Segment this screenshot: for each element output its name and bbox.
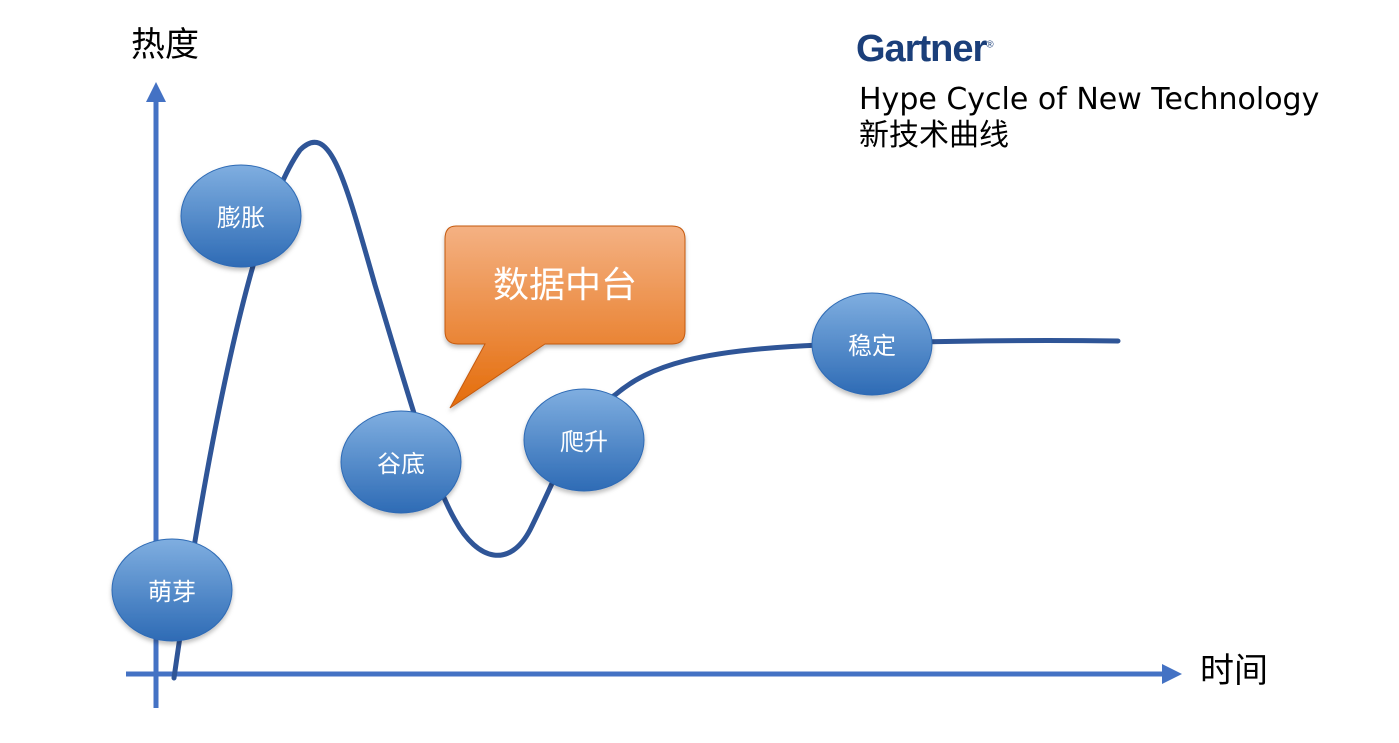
hype-curve: [171, 139, 1121, 681]
callout-bubble: [444, 225, 686, 409]
stage-bubble-4: [523, 388, 645, 492]
stage-bubble-1: [111, 538, 233, 642]
stage-label-2: 膨胀: [217, 204, 265, 232]
brand-name: Gartner: [856, 28, 987, 70]
stage-label-3: 谷底: [377, 450, 425, 478]
stage-bubble-2: [180, 164, 302, 268]
y-axis-label: 热度: [131, 25, 199, 65]
registered-mark: ®: [986, 39, 993, 51]
x-axis-arrowhead: [1162, 664, 1182, 684]
gartner-logo: Gartner®: [856, 28, 994, 70]
stage-label-4: 爬升: [560, 428, 608, 456]
title-chinese: 新技术曲线: [859, 118, 1009, 153]
stage-label-1: 萌芽: [148, 578, 196, 606]
title-english: Hype Cycle of New Technology: [859, 82, 1320, 117]
stage-label-5: 稳定: [848, 332, 896, 360]
y-axis-arrowhead: [146, 82, 166, 102]
stage-bubble-5: [811, 292, 933, 396]
x-axis-label: 时间: [1200, 651, 1268, 691]
stage-bubble-3: [340, 410, 462, 514]
callout-label: 数据中台: [492, 265, 637, 306]
